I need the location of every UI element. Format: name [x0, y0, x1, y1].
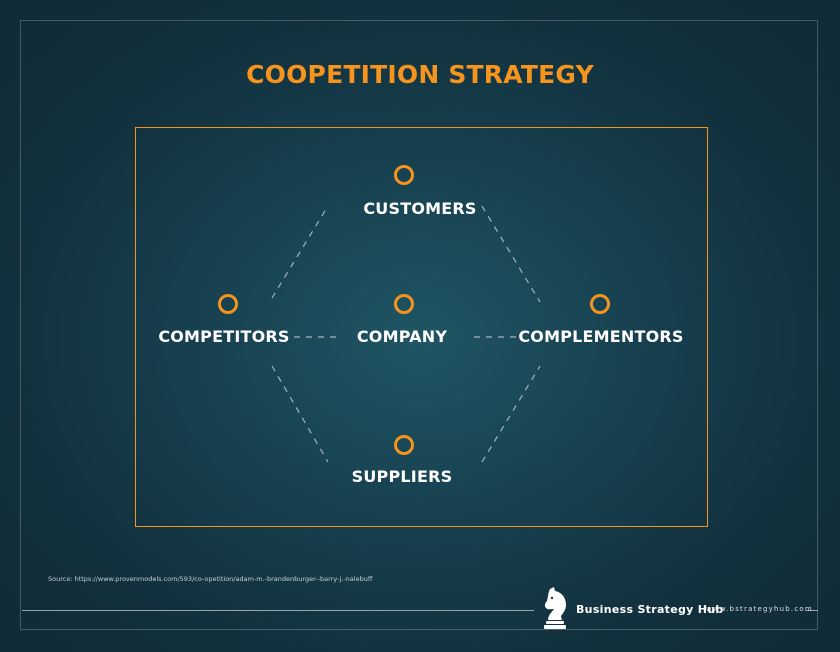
link-customers-complementors	[481, 205, 541, 303]
complementors-ring-icon	[590, 294, 610, 314]
suppliers-ring-icon	[394, 435, 414, 455]
competitors-ring-icon	[218, 294, 238, 314]
source-citation: Source: https://www.provenmodels.com/593…	[48, 575, 373, 583]
brand-url: www.bstrategyhub.com	[706, 605, 813, 613]
node-customers: CUSTOMERS	[363, 199, 477, 218]
knight-chess-piece-icon	[544, 587, 566, 629]
brand-name: Business Strategy Hub	[576, 603, 724, 616]
node-competitors: COMPETITORS	[158, 327, 290, 346]
link-competitors-suppliers	[271, 365, 329, 463]
footer-line-right	[806, 610, 818, 611]
footer-line-left	[22, 610, 534, 611]
customers-ring-icon	[394, 165, 414, 185]
inner-border	[20, 20, 818, 630]
company-ring-icon	[394, 294, 414, 314]
node-company: COMPANY	[356, 327, 448, 346]
node-complementors: COMPLEMENTORS	[518, 327, 684, 346]
link-suppliers-complementors	[481, 365, 541, 463]
diagram-frame	[135, 127, 708, 527]
link-competitors-customers	[271, 205, 329, 299]
diagram-title: COOPETITION STRATEGY	[246, 60, 594, 89]
node-suppliers: SUPPLIERS	[351, 467, 453, 486]
